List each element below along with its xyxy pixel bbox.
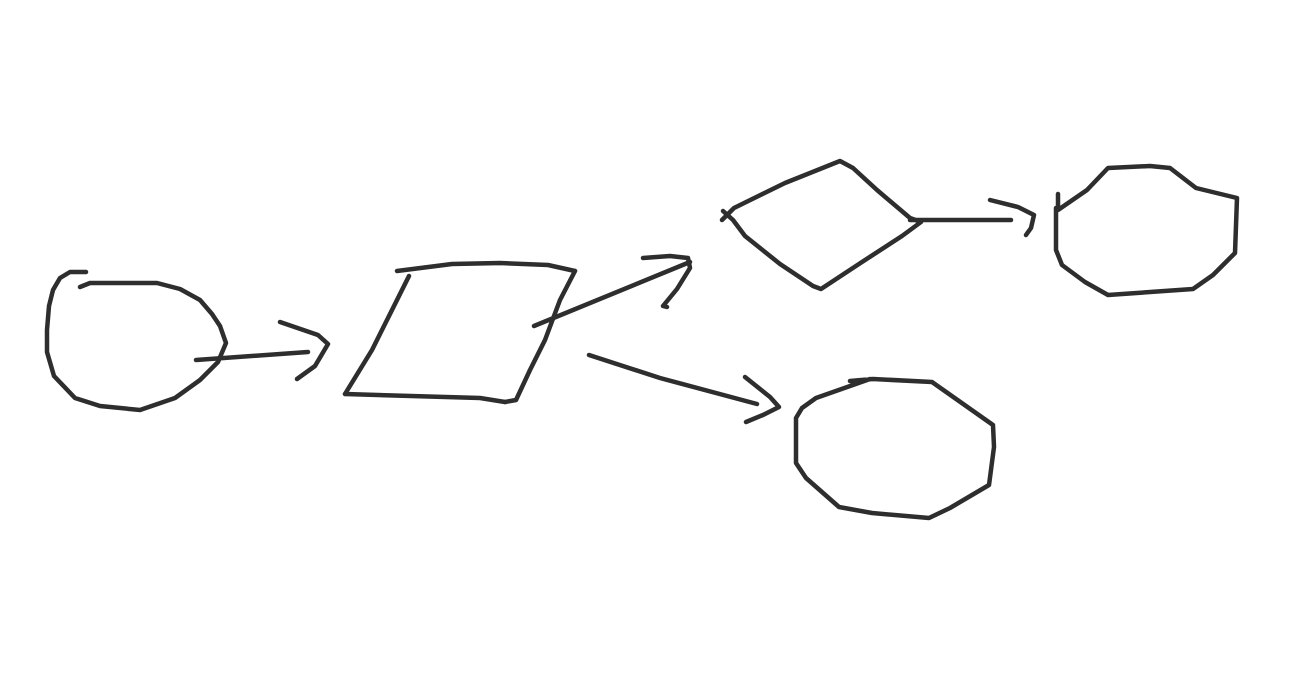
arrow-start-to-io-head	[277, 319, 331, 382]
start-circle-outline	[44, 269, 229, 413]
arrow-decision-to-end-a-head	[987, 197, 1037, 238]
parallelogram-left-edge	[342, 273, 412, 397]
start-circle-node	[44, 269, 229, 413]
decision-diamond-node	[719, 158, 924, 292]
arrow-io-to-decision-shaft	[531, 259, 693, 329]
diamond-outline	[719, 158, 924, 292]
parallelogram-top-edge	[394, 260, 578, 274]
arrow-io-to-end-b	[586, 352, 782, 425]
arrow-io-to-end-b-shaft	[586, 352, 760, 407]
parallelogram-right-edge	[502, 268, 578, 405]
input-output-parallelogram-node	[342, 260, 578, 405]
arrow-io-to-decision-head	[640, 253, 693, 310]
end-a-circle-outline	[1053, 163, 1240, 298]
end-b-circle-node	[793, 376, 997, 521]
arrow-io-to-end-b-head	[742, 374, 782, 425]
arrow-io-to-decision	[531, 253, 693, 329]
end-a-circle-node	[1053, 163, 1240, 298]
arrow-start-to-io	[193, 319, 331, 382]
arrow-decision-to-end-a	[907, 197, 1037, 238]
arrow-start-to-io-shaft	[193, 349, 311, 363]
end-b-circle-outline	[793, 376, 997, 521]
parallelogram-bottom-edge	[342, 391, 508, 405]
